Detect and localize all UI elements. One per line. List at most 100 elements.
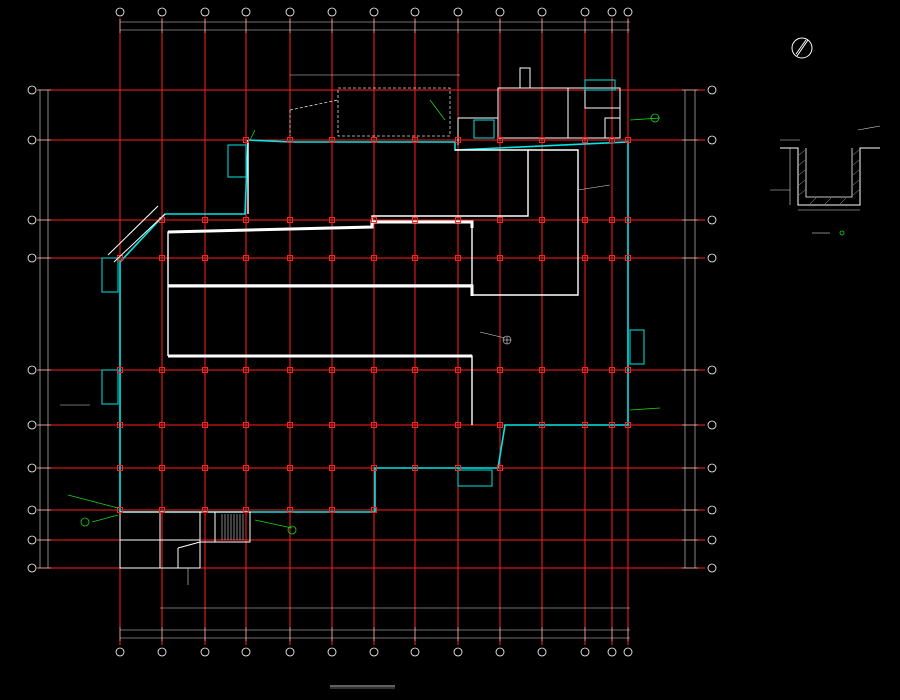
column-marker (287, 137, 293, 143)
column-marker (539, 217, 545, 223)
column-marker (329, 217, 335, 223)
column-marker (159, 507, 165, 513)
column-marker (625, 255, 631, 261)
axis-bubble-bottom (241, 647, 251, 657)
column-marker (609, 255, 615, 261)
column-marker (371, 367, 377, 373)
column-marker (455, 217, 461, 223)
column-marker (329, 137, 335, 143)
structural-columns (117, 137, 631, 513)
column-marker (497, 422, 503, 428)
plan-annotations (60, 184, 611, 585)
column-marker (582, 367, 588, 373)
column-marker (117, 465, 123, 471)
column-marker (497, 137, 503, 143)
axis-bubble-right (707, 563, 717, 573)
axis-bubble-top (453, 7, 463, 17)
column-marker (412, 367, 418, 373)
axis-bubble-bottom (580, 647, 590, 657)
column-marker (371, 217, 377, 223)
column-marker (202, 465, 208, 471)
column-marker (625, 217, 631, 223)
column-marker (412, 255, 418, 261)
axis-bubble-left (27, 463, 37, 473)
column-marker (117, 507, 123, 513)
axis-bubble-bottom (410, 647, 420, 657)
column-marker (371, 507, 377, 513)
column-marker (243, 465, 249, 471)
column-marker (287, 465, 293, 471)
column-marker (202, 217, 208, 223)
column-marker (582, 137, 588, 143)
axis-bubble-bottom (537, 647, 547, 657)
diagonal-wing (107, 205, 166, 263)
column-marker (625, 367, 631, 373)
column-marker (117, 422, 123, 428)
column-marker (371, 255, 377, 261)
axis-bubble-right (707, 365, 717, 375)
column-marker (497, 255, 503, 261)
column-marker (455, 367, 461, 373)
axis-bubble-left (27, 85, 37, 95)
column-marker (202, 422, 208, 428)
axis-bubble-right (707, 463, 717, 473)
column-marker (609, 422, 615, 428)
perimeter-openings (101, 79, 645, 487)
axis-bubble-right (707, 253, 717, 263)
column-marker (412, 465, 418, 471)
column-marker (243, 137, 249, 143)
axis-bubble-left (27, 365, 37, 375)
column-marker (539, 137, 545, 143)
axis-bubble-top (241, 7, 251, 17)
column-marker (243, 422, 249, 428)
column-marker (287, 217, 293, 223)
column-marker (329, 367, 335, 373)
axis-bubble-top (200, 7, 210, 17)
column-marker (455, 137, 461, 143)
column-marker (412, 137, 418, 143)
column-marker (202, 255, 208, 261)
axis-bubble-right (707, 135, 717, 145)
pit-section-detail (770, 125, 881, 236)
column-marker (609, 137, 615, 143)
column-marker (497, 465, 503, 471)
axis-bubble-right (707, 420, 717, 430)
axis-bubble-bottom (285, 647, 295, 657)
axis-bubble-top (580, 7, 590, 17)
column-marker (539, 422, 545, 428)
column-marker (412, 422, 418, 428)
axis-bubble-bottom (115, 647, 125, 657)
axis-bubble-top (623, 7, 633, 17)
interior-partition-thick (167, 220, 474, 358)
axis-bubble-bottom (607, 647, 617, 657)
column-marker (202, 367, 208, 373)
axis-bubble-top (607, 7, 617, 17)
column-marker (455, 465, 461, 471)
axis-bubble-top (327, 7, 337, 17)
column-marker (412, 217, 418, 223)
axis-bubble-top (285, 7, 295, 17)
annotation-leaders (67, 99, 661, 535)
axis-bubble-top (157, 7, 167, 17)
column-marker (371, 422, 377, 428)
annex-dashed-outline (289, 87, 451, 137)
axis-bubble-bottom (327, 647, 337, 657)
column-marker (287, 507, 293, 513)
axis-bubble-right (707, 215, 717, 225)
axis-bubble-left (27, 563, 37, 573)
axis-bubble-top (495, 7, 505, 17)
drawing-title-block (330, 685, 395, 689)
column-marker (159, 422, 165, 428)
column-marker (497, 367, 503, 373)
column-marker (243, 255, 249, 261)
column-marker (455, 422, 461, 428)
column-marker (371, 137, 377, 143)
axis-bubbles (27, 7, 717, 657)
south-wing (119, 511, 251, 569)
north-arrow-icon (791, 37, 813, 59)
column-marker (159, 367, 165, 373)
column-marker (625, 422, 631, 428)
column-marker (539, 255, 545, 261)
dimension-lines (37, 19, 698, 641)
